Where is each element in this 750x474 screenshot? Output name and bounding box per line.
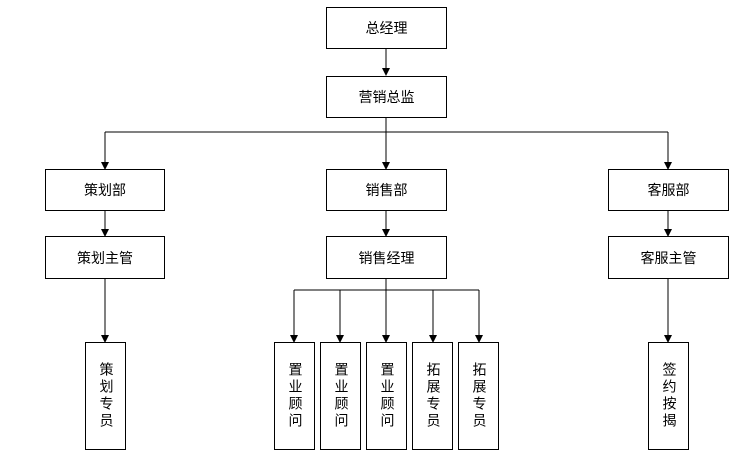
node-service-dept-label: 客服部	[647, 183, 690, 199]
node-property-consultant-2: 置业顾问	[320, 342, 361, 450]
node-sales-manager: 销售经理	[326, 236, 447, 279]
node-expansion-specialist-2: 拓展专员	[458, 342, 499, 450]
node-service-dept: 客服部	[608, 169, 729, 211]
node-property-consultant-1: 置业顾问	[274, 342, 315, 450]
node-general-manager-label: 总经理	[365, 21, 408, 37]
node-contract-mortgage: 签约按揭	[648, 342, 689, 450]
node-planning-specialist-label: 策划专员	[97, 362, 114, 430]
node-marketing-director-label: 营销总监	[358, 90, 415, 106]
node-expansion-specialist-1-label: 拓展专员	[424, 362, 441, 430]
node-sales-dept: 销售部	[326, 169, 447, 211]
node-contract-mortgage-label: 签约按揭	[660, 362, 677, 430]
node-marketing-director: 营销总监	[326, 76, 447, 118]
node-sales-manager-label: 销售经理	[358, 250, 415, 267]
node-planning-dept: 策划部	[45, 169, 165, 211]
node-planning-dept-label: 策划部	[84, 183, 126, 199]
node-sales-dept-label: 销售部	[365, 183, 408, 199]
node-general-manager: 总经理	[326, 7, 447, 49]
node-property-consultant-3-label: 置业顾问	[378, 362, 395, 430]
node-property-consultant-3: 置业顾问	[366, 342, 407, 450]
node-service-supervisor-label: 客服主管	[640, 250, 697, 267]
node-planning-supervisor-label: 策划主管	[77, 250, 133, 267]
node-property-consultant-2-label: 置业顾问	[332, 362, 349, 430]
node-expansion-specialist-2-label: 拓展专员	[470, 362, 487, 430]
node-planning-supervisor: 策划主管	[45, 236, 165, 279]
node-service-supervisor: 客服主管	[608, 236, 729, 279]
node-planning-specialist: 策划专员	[85, 342, 126, 450]
node-expansion-specialist-1: 拓展专员	[412, 342, 453, 450]
node-property-consultant-1-label: 置业顾问	[286, 362, 303, 430]
